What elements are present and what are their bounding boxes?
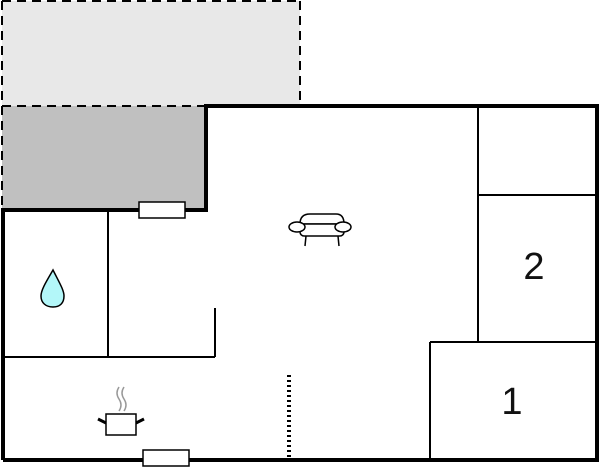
sofa-icon: [288, 213, 352, 247]
bedroom-1-label: 1: [501, 381, 522, 423]
window-bottom: [142, 449, 190, 467]
terrace-uncovered: [2, 1, 300, 106]
bedroom-2-label: 2: [523, 246, 544, 288]
window-top: [138, 201, 186, 219]
exterior-walls: [1, 104, 599, 462]
water-drop-icon: [40, 268, 65, 308]
cooking-pot-icon: [97, 386, 145, 436]
interior-walls: [3, 106, 597, 460]
terrace-outline: [1, 0, 301, 210]
terrace-covered: [2, 106, 206, 210]
